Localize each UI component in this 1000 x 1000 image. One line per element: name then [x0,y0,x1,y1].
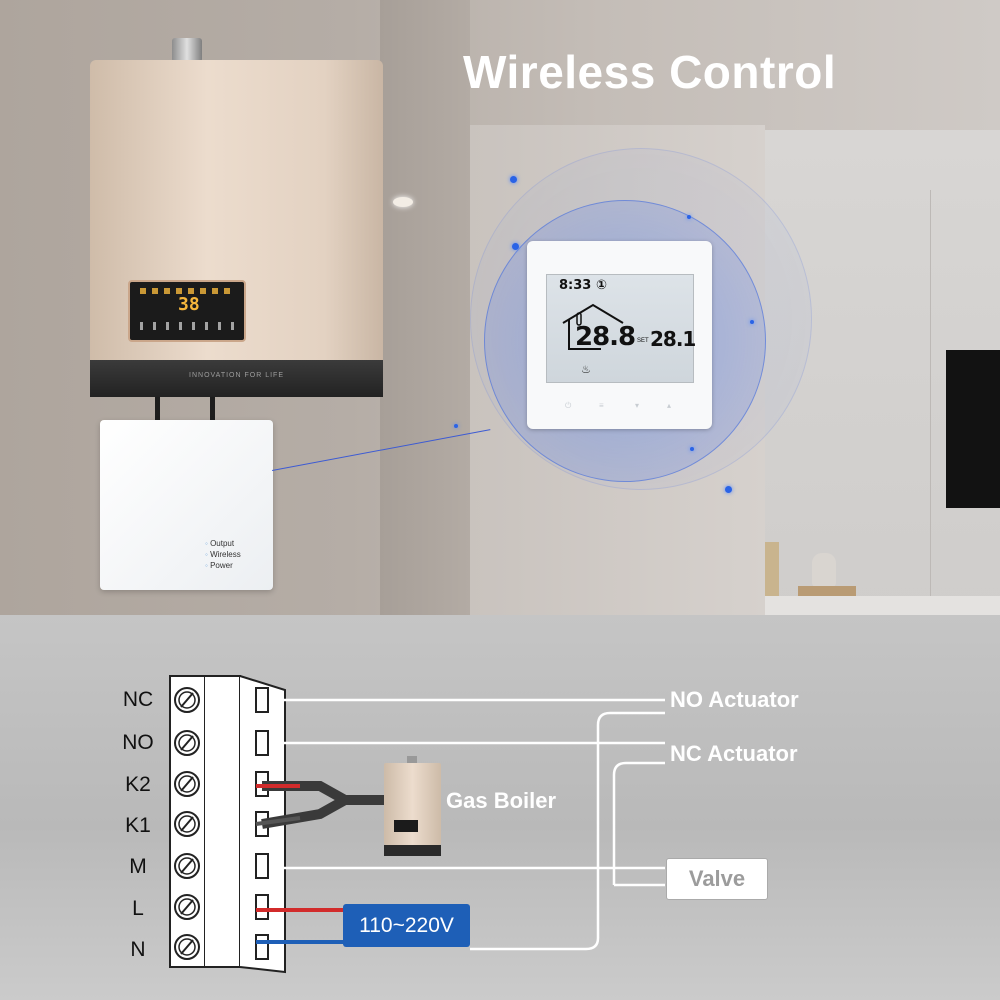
signal-dot [454,424,458,428]
signal-dot [750,320,754,324]
mini-boiler-display [394,820,418,832]
vase-decor [812,553,836,587]
boiler-slogan: INNOVATION FOR LIFE [189,372,284,379]
signal-dot [690,447,694,451]
signal-dot [510,176,517,183]
wireless-receiver: Output Wireless Power [100,420,273,590]
boiler-wire-right [210,397,215,422]
terminal-label-nc: NC [122,688,154,711]
signal-dot [512,243,519,250]
gas-boiler-photo: 38 INNOVATION FOR LIFE [90,38,383,397]
tray-decor [798,586,856,596]
menu-key-icon: ≡ [599,401,604,410]
wall-recess [380,0,470,615]
terminal-label-n: N [130,938,146,961]
flame-icon: ♨ [581,364,591,376]
television [946,350,1000,508]
page-title: Wireless Control [463,46,837,98]
boiler-display-temp: 38 [178,294,200,315]
terminal-label-no: NO [122,731,154,754]
boiler-buttons [140,322,234,330]
boiler-display: 38 [128,280,246,342]
voltage-label: 110~220V [343,904,470,947]
up-key-icon: ▴ [667,401,672,410]
mini-boiler-base [384,845,441,856]
room-temperature: 28.8 [575,322,636,352]
thermostat-clock: 8:33 ① [559,278,607,293]
signal-dot [687,215,691,219]
boiler-base [90,360,383,397]
indicator-power: Power [205,560,241,571]
gas-boiler-label: Gas Boiler [446,788,557,813]
boiler-wire-left [155,397,160,422]
mini-boiler-pipe [407,756,417,764]
receiver-indicator-list: Output Wireless Power [205,538,241,571]
power-key-icon: ⏻ [565,401,572,410]
house-icon [562,303,624,350]
wireless-thermostat: 8:33 ① 28.8 SET 28.1 ♨ ⏻ ≡ ▾ ▴ [527,241,712,429]
ceiling-light [393,197,413,207]
thermostat-touch-keys: ⏻ ≡ ▾ ▴ [557,401,687,410]
thermostat-lcd: 8:33 ① 28.8 SET 28.1 ♨ [546,274,696,383]
down-key-icon: ▾ [635,401,640,410]
gas-boiler-icon [384,756,441,856]
indicator-wireless: Wireless [205,549,241,560]
clock-time: 8:33 [559,278,592,293]
books-decor [765,542,779,596]
nc-actuator-label: NC Actuator [670,741,798,766]
set-label: SET [637,338,649,344]
valve-label: Valve [666,858,768,900]
room-scene: 38 INNOVATION FOR LIFE Output Wireless P… [0,0,1000,615]
wall-panel-seam [930,190,931,610]
mini-boiler-casing [384,763,441,845]
indicator-output: Output [205,538,241,549]
no-actuator-label: NO Actuator [670,687,799,712]
terminal-label-k1: K1 [125,814,151,837]
signal-dot [725,486,732,493]
wall-shelf [765,596,1000,615]
boiler-flue-pipe [172,38,202,62]
set-temperature: 28.1 [650,327,696,351]
boiler-status-icons [140,288,234,294]
terminal-label-k2: K2 [125,773,151,796]
terminal-label-l: L [132,897,144,920]
terminal-label-m: M [129,855,147,878]
